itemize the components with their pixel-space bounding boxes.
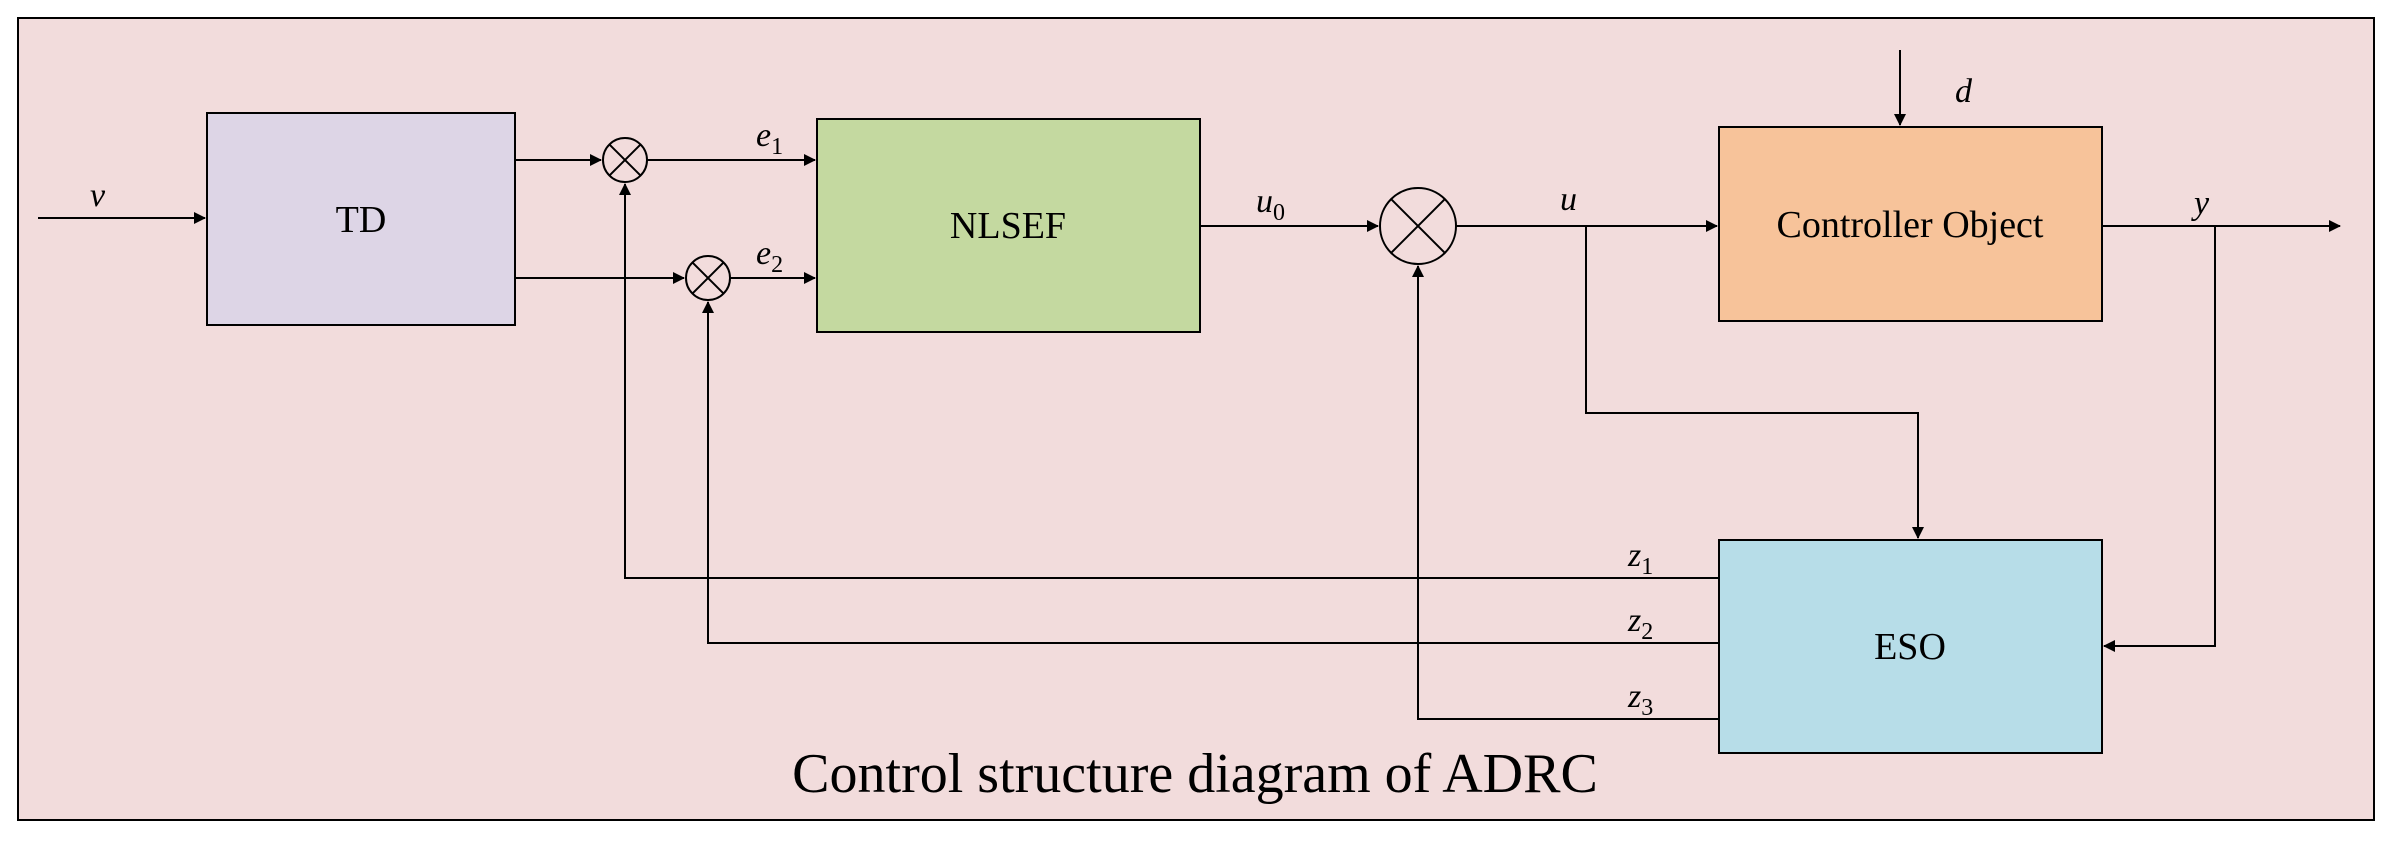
diagram-title: Control structure diagram of ADRC — [792, 743, 1598, 805]
td-label: TD — [336, 199, 387, 241]
signal-y: y — [2191, 185, 2210, 222]
wire-z2-feedback — [702, 301, 1719, 644]
signal-u: u — [1560, 181, 1577, 218]
signal-e1: e1 — [756, 117, 783, 160]
signal-v: v — [90, 177, 106, 214]
signal-z1: z1 — [1627, 537, 1653, 580]
signal-z2: z2 — [1627, 602, 1653, 645]
signal-e2: e2 — [756, 235, 783, 278]
signal-z3: z3 — [1627, 678, 1653, 721]
signal-u0: u0 — [1256, 183, 1285, 226]
controller-object-label: Controller Object — [1777, 204, 2044, 246]
nlsef-block — [816, 118, 1201, 333]
td-block — [206, 112, 516, 326]
wire-z3-feedback — [1412, 265, 1719, 720]
nlsef-label: NLSEF — [950, 205, 1066, 247]
wire-z1-feedback — [619, 183, 1719, 579]
signal-d: d — [1955, 73, 1973, 110]
eso-label: ESO — [1874, 626, 1946, 668]
wire-u-to-eso — [1585, 226, 1924, 539]
sum-junction-1 — [602, 137, 648, 183]
eso-block — [1718, 539, 2103, 754]
wire-y-to-eso — [2103, 226, 2216, 652]
controller-object-block — [1718, 126, 2103, 322]
